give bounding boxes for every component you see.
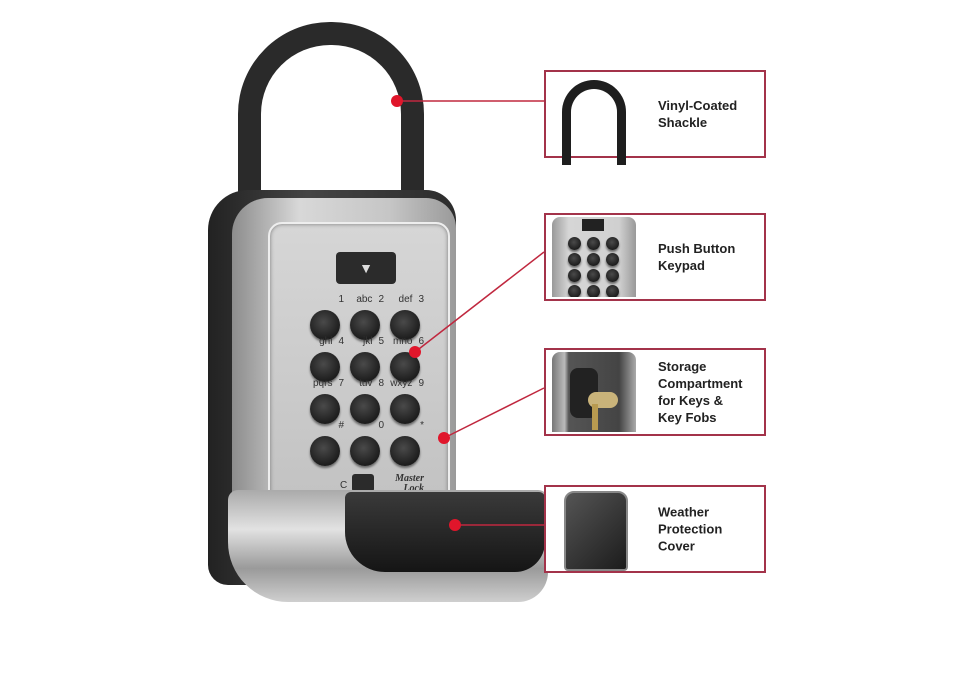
callout-label: Push Button Keypad — [658, 241, 736, 273]
callout-dot-keypad — [409, 346, 421, 358]
callout-label: Vinyl-Coated Shackle — [658, 98, 738, 130]
key-letters: jkl — [362, 336, 373, 347]
key-label: # — [296, 420, 344, 431]
callout-line-storage — [443, 387, 545, 439]
key-letters: ghi — [319, 336, 333, 347]
weather-cover-flap — [345, 492, 545, 572]
key-number: * — [420, 420, 424, 431]
key-letters: abc — [356, 294, 373, 305]
keypad-button — [390, 436, 420, 466]
key-label: tuv 8 — [336, 378, 384, 389]
callout-dot-storage — [438, 432, 450, 444]
key-label: def 3 — [376, 294, 424, 305]
keypad-button — [390, 310, 420, 340]
key-letters: tuv — [359, 378, 373, 389]
callout-cover: Weather Protection Cover — [544, 485, 766, 573]
key-number: 1 — [338, 294, 344, 305]
callout-keypad: Push Button Keypad — [544, 213, 766, 301]
mini-key — [568, 269, 581, 282]
callout-dot-shackle — [391, 95, 403, 107]
callout-label: Weather Protection Cover — [658, 504, 723, 554]
key-label: 1 — [296, 294, 344, 305]
mini-key — [587, 285, 600, 297]
keypad-button — [310, 394, 340, 424]
key-number: 0 — [378, 420, 384, 431]
keypad-icon — [552, 217, 636, 297]
mini-key — [587, 253, 600, 266]
keypad-button — [350, 436, 380, 466]
mini-key — [568, 253, 581, 266]
mini-key — [606, 285, 619, 297]
keypad-button — [310, 310, 340, 340]
keypad-button — [350, 310, 380, 340]
clear-button — [352, 474, 374, 492]
key-number: 8 — [378, 378, 384, 389]
callout-dot-cover — [449, 519, 461, 531]
mini-key — [568, 285, 581, 297]
key-label: wxyz 9 — [376, 378, 424, 389]
key-label: * — [376, 420, 424, 431]
key-number: 2 — [378, 294, 384, 305]
key-letters: def — [398, 294, 413, 305]
mini-key — [587, 269, 600, 282]
key-number: 7 — [338, 378, 344, 389]
key-number: 5 — [378, 336, 384, 347]
key-number: # — [338, 420, 344, 431]
key-number: 9 — [418, 378, 424, 389]
keypad-button — [390, 394, 420, 424]
key-label: mno 6 — [376, 336, 424, 347]
mini-key — [606, 237, 619, 250]
mini-key — [606, 269, 619, 282]
callout-line-keypad — [414, 251, 545, 353]
clear-label: C — [340, 480, 348, 491]
key-number: 4 — [338, 336, 344, 347]
key-label: pqrs 7 — [296, 378, 344, 389]
keypad-button — [310, 352, 340, 382]
mini-key — [606, 253, 619, 266]
shackle-icon — [552, 74, 636, 165]
callout-shackle: Vinyl-Coated Shackle — [544, 70, 766, 165]
keypad-button — [350, 352, 380, 382]
mini-key — [587, 237, 600, 250]
keypad-button — [350, 394, 380, 424]
callout-storage: Storage Compartment for Keys & Key Fobs — [544, 348, 766, 436]
release-slider: ▼ — [336, 252, 396, 284]
brand-logo: Master Lock — [395, 473, 424, 494]
key-letters: pqrs — [312, 378, 333, 389]
cover-icon — [552, 489, 636, 571]
storage-icon — [552, 352, 636, 432]
key-number: 6 — [418, 336, 424, 347]
keypad-button — [310, 436, 340, 466]
key-label: 0 — [336, 420, 384, 431]
key-label: abc 2 — [336, 294, 384, 305]
key-label: jkl 5 — [336, 336, 384, 347]
callout-label: Storage Compartment for Keys & Key Fobs — [658, 359, 743, 425]
key-number: 3 — [418, 294, 424, 305]
mini-key — [568, 237, 581, 250]
key-letters: wxyz — [390, 378, 413, 389]
key-letters: mno — [392, 336, 413, 347]
key-label: ghi 4 — [296, 336, 344, 347]
